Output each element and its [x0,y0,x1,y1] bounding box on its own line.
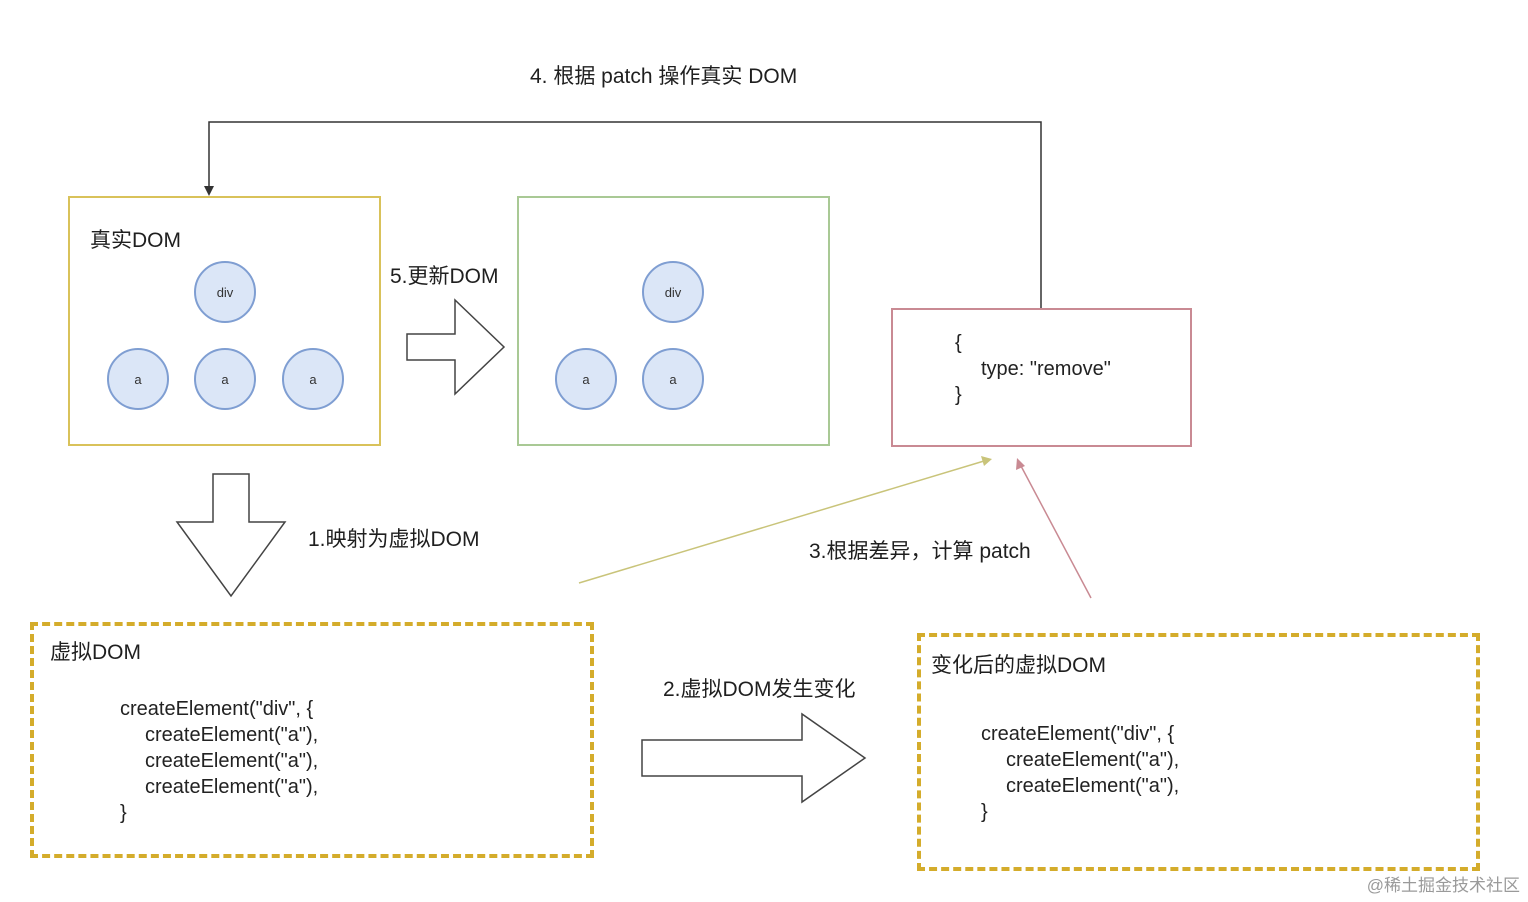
changed-vdom-to-patch-arrowhead [1016,458,1025,470]
real-dom-title: 真实DOM [90,229,181,252]
step1-label: 1.映射为虚拟DOM [308,528,480,551]
vdom-code-line: } [120,802,127,824]
patch-box: { type: "remove" } [891,308,1192,447]
changed-vdom-code-line: } [981,801,988,823]
updated-dom-box: div a a [517,196,830,446]
changed-virtual-dom-title: 变化后的虚拟DOM [931,654,1106,677]
step5-label: 5.更新DOM [390,265,499,288]
changed-virtual-dom-box: 变化后的虚拟DOM createElement("div", { createE… [917,633,1480,871]
patch-open-brace: { [955,332,962,354]
patch-to-real-dom-arrowhead [204,186,214,196]
patch-type-line: type: "remove" [981,358,1111,380]
vdom-code-line: createElement("div", { [120,698,314,720]
virtual-dom-box: 虚拟DOM createElement("div", { createEleme… [30,622,594,858]
real-dom-div-node: div [194,261,256,323]
patch-to-real-dom-line [208,121,1042,308]
updated-dom-a-node: a [555,348,617,410]
vdom-code-line: createElement("a"), [145,776,319,798]
map-to-vdom-arrow [175,473,287,598]
changed-vdom-to-patch-line [1020,465,1092,599]
step3-label: 3.根据差异，计算 patch [809,540,1031,563]
step4-label: 4. 根据 patch 操作真实 DOM [530,65,798,88]
real-dom-box: 真实DOM div a a a [68,196,381,446]
vdom-change-arrow [641,712,867,804]
vdom-to-patch-line [578,460,985,584]
real-dom-a-node: a [282,348,344,410]
vdom-code-line: createElement("a"), [145,724,319,746]
changed-vdom-code-line: createElement("a"), [1006,775,1180,797]
changed-vdom-code-line: createElement("div", { [981,723,1175,745]
step2-label: 2.虚拟DOM发生变化 [663,678,856,701]
patch-close-brace: } [955,384,962,406]
real-dom-a-node: a [194,348,256,410]
updated-dom-a-node: a [642,348,704,410]
update-dom-arrow [406,298,506,396]
vdom-to-patch-arrowhead [981,456,992,466]
vdom-code-line: createElement("a"), [145,750,319,772]
watermark: @稀土掘金技术社区 [1366,876,1520,895]
changed-vdom-code-line: createElement("a"), [1006,749,1180,771]
virtual-dom-title: 虚拟DOM [50,641,141,664]
updated-dom-div-node: div [642,261,704,323]
real-dom-a-node: a [107,348,169,410]
